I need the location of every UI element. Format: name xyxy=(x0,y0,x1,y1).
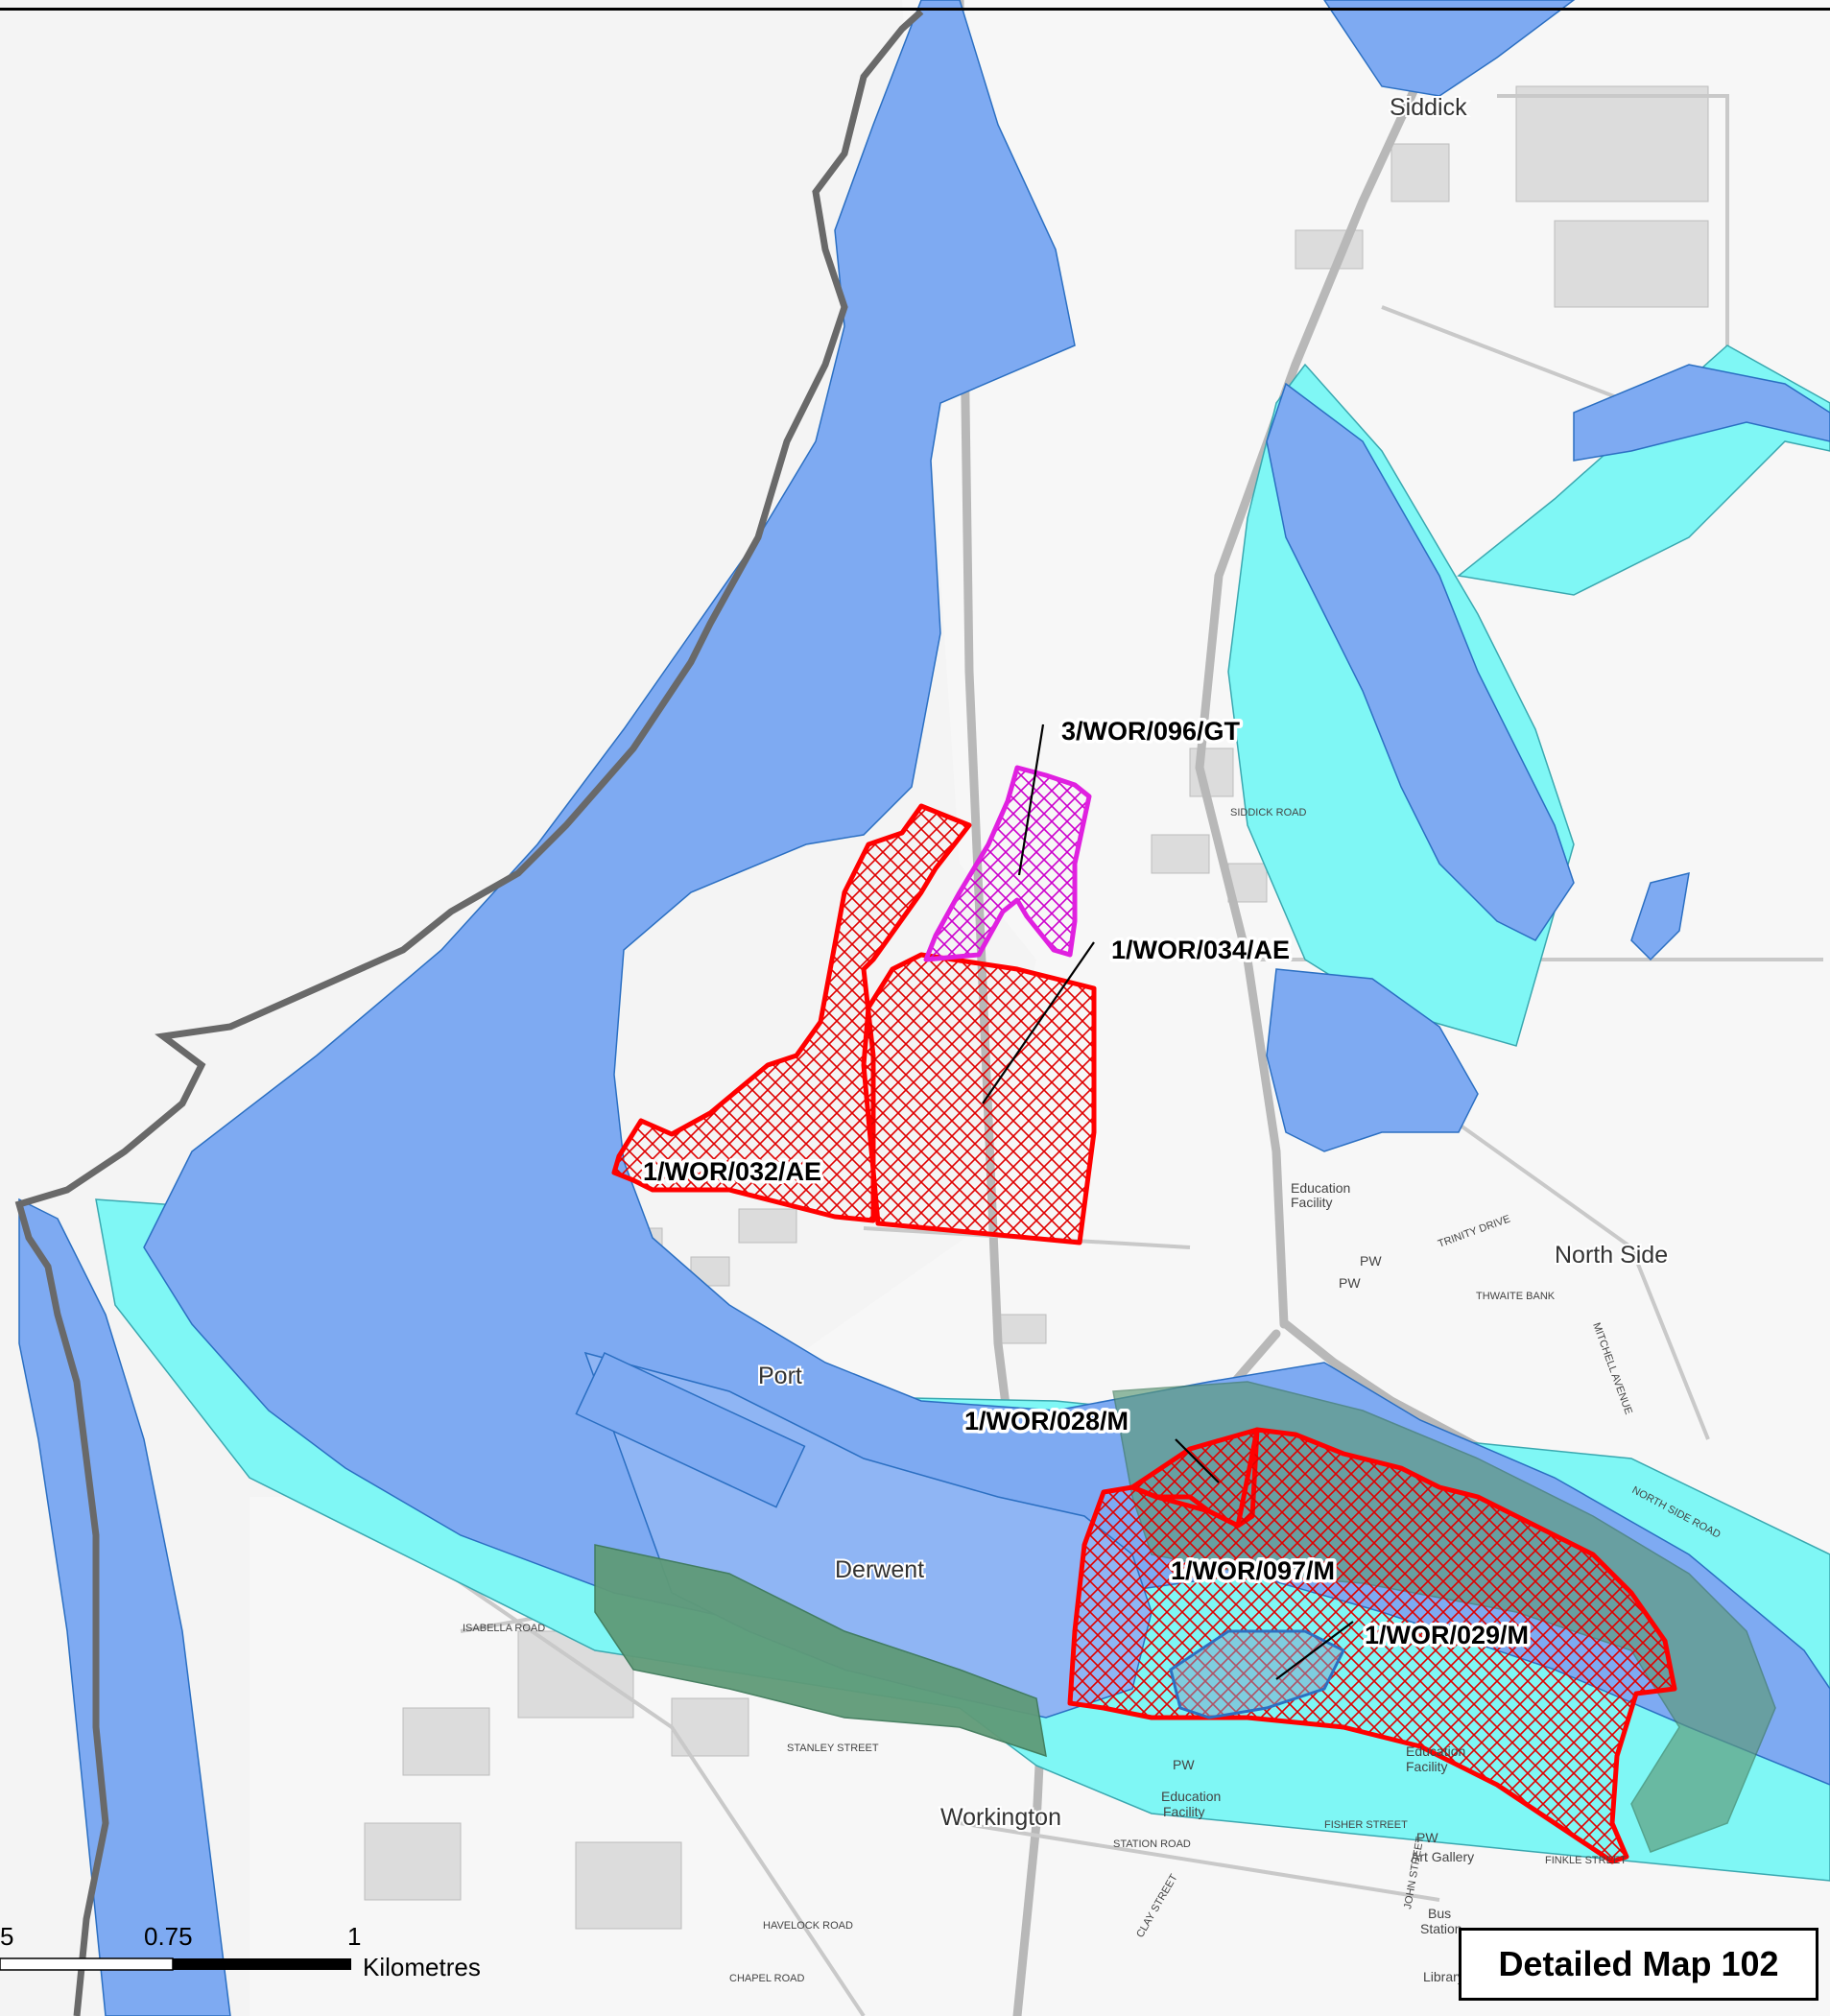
poi-label-education-2: Education xyxy=(1161,1789,1221,1804)
allocation-site-1-wor-032-ae[interactable] xyxy=(611,803,972,1223)
scale-tick-2: 1 xyxy=(347,1922,361,1951)
street-label-havelock-road: HAVELOCK ROAD xyxy=(763,1920,853,1932)
street-label-thwaite-bank: THWAITE BANK xyxy=(1476,1291,1556,1302)
poi-label-facility-1: Facility xyxy=(1291,1195,1333,1210)
street-label-stanley-street: STANLEY STREET xyxy=(787,1743,879,1754)
place-label-port: Port xyxy=(758,1363,802,1389)
street-label-station-road: STATION ROAD xyxy=(1113,1838,1191,1850)
poi-label-bus: Bus xyxy=(1428,1906,1451,1921)
place-label-workington: Workington xyxy=(940,1804,1061,1831)
poi-label-pw-4: PW xyxy=(1416,1830,1438,1845)
map-title: Detailed Map 102 xyxy=(1498,1944,1779,1983)
map-title-box: Detailed Map 102 xyxy=(1459,1928,1818,2001)
street-label-finkle-street: FINKLE STREET xyxy=(1545,1855,1627,1866)
street-label-chapel-road: CHAPEL ROAD xyxy=(729,1973,805,1984)
poi-label-education-1: Education xyxy=(1291,1180,1350,1196)
poi-label-pw-2: PW xyxy=(1360,1253,1382,1269)
site-label-1-wor-028-m: 1/WOR/028/M xyxy=(964,1407,1129,1435)
poi-label-education-3: Education xyxy=(1406,1743,1465,1759)
label-leaders xyxy=(982,723,1354,1680)
scale-tick-0: 5 xyxy=(0,1922,13,1951)
poi-label-station: Station xyxy=(1420,1921,1462,1936)
coastline xyxy=(14,9,924,2016)
poi-label-facility-3: Facility xyxy=(1406,1759,1448,1774)
scale-bar: 5 0.75 1 Kilometres xyxy=(0,1922,481,1981)
poi-label-pw-1: PW xyxy=(1339,1275,1361,1291)
street-label-siddick-road: SIDDICK ROAD xyxy=(1230,807,1307,818)
site-label-1-wor-097-m: 1/WOR/097/M xyxy=(1171,1556,1335,1585)
poi-label-art-gallery: Art Gallery xyxy=(1411,1849,1474,1864)
place-label-north-side: North Side xyxy=(1555,1242,1668,1269)
poi-label-library: Library xyxy=(1423,1969,1464,1984)
buildings xyxy=(364,85,1709,1930)
flood-zone-3 xyxy=(18,0,1830,2016)
poi-label-facility-2: Facility xyxy=(1163,1804,1205,1819)
site-label-1-wor-034-ae: 1/WOR/034/AE xyxy=(1111,936,1290,964)
street-label-fisher-street: FISHER STREET xyxy=(1324,1819,1408,1831)
scale-unit: Kilometres xyxy=(363,1953,481,1981)
allocation-site-1-wor-097-m[interactable] xyxy=(1067,1427,1677,1864)
scale-tick-1: 0.75 xyxy=(144,1922,193,1951)
site-label-1-wor-032-ae: 1/WOR/032/AE xyxy=(643,1157,821,1186)
allocation-site-1-wor-029-m[interactable] xyxy=(1169,1629,1346,1720)
street-label-isabella-road: ISABELLA ROAD xyxy=(463,1623,545,1634)
site-label-3-wor-096-gt: 3/WOR/096/GT xyxy=(1061,717,1241,746)
allocation-site-3-wor-096-gt[interactable] xyxy=(923,765,1092,962)
allocation-site-1-wor-034-ae[interactable] xyxy=(861,952,1097,1245)
place-label-derwent: Derwent xyxy=(835,1556,924,1583)
poi-label-pw-3: PW xyxy=(1173,1757,1195,1772)
site-label-1-wor-029-m: 1/WOR/029/M xyxy=(1365,1621,1529,1649)
place-label-siddick: Siddick xyxy=(1390,94,1467,121)
